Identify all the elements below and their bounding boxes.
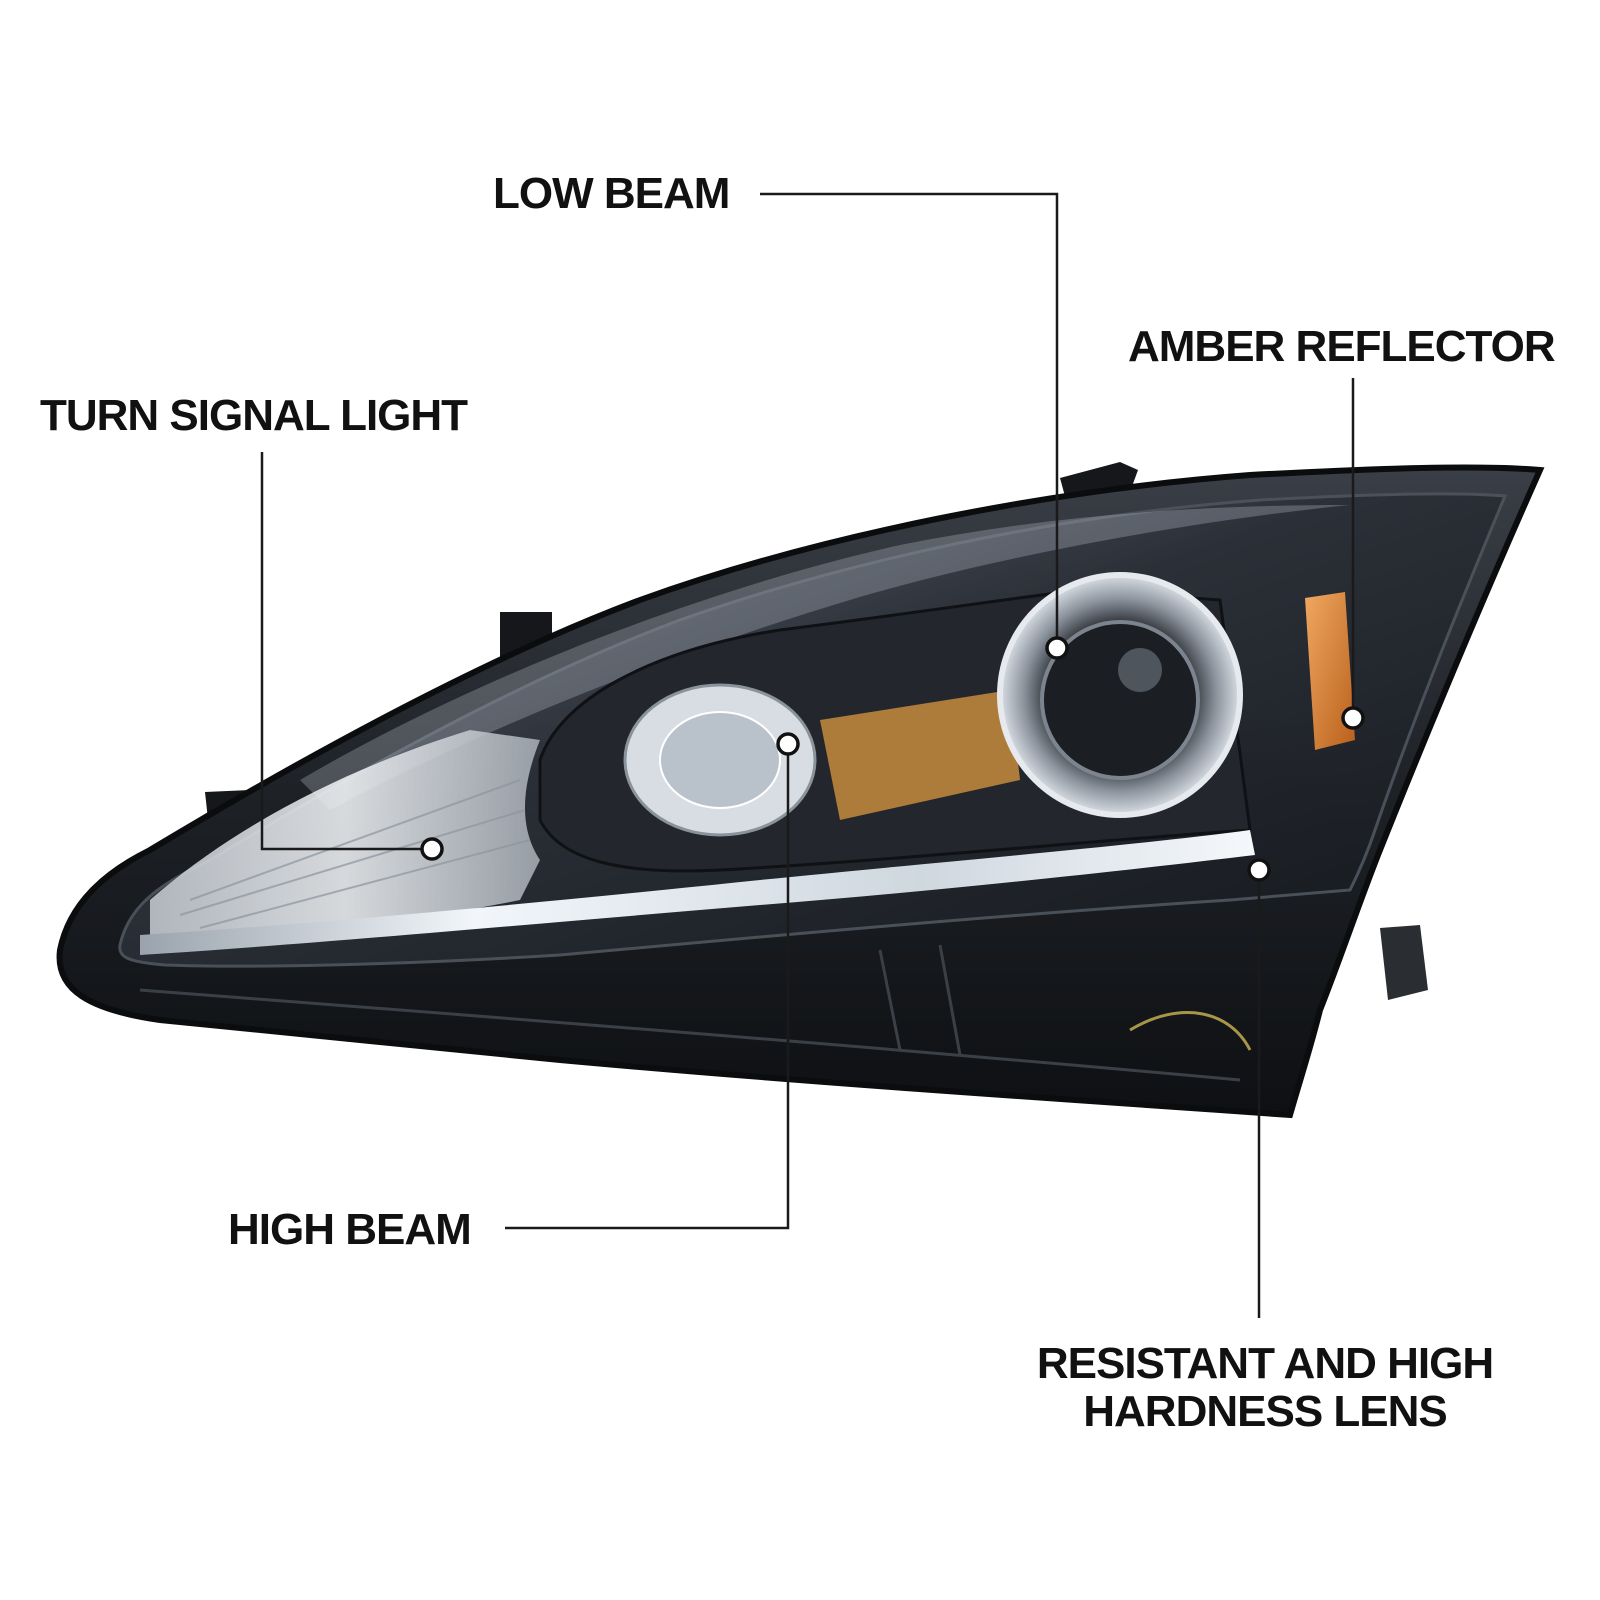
amber-reflector — [1305, 592, 1355, 750]
lens-sheen — [300, 505, 1350, 810]
marker-high-beam — [776, 732, 800, 756]
callout-amber-reflector: AMBER REFLECTOR — [1128, 322, 1556, 371]
high-beam-amber-accent — [820, 690, 1020, 820]
wiring-loop — [1129, 1011, 1252, 1051]
leader-low-beam — [760, 192, 1059, 648]
callout-high-beam: HIGH BEAM — [228, 1205, 472, 1254]
drl-light-strip — [140, 830, 1255, 955]
callout-lens-line-1: RESISTANT AND HIGH — [1036, 1339, 1494, 1388]
marker-lens — [1247, 858, 1271, 882]
callout-turn-signal-light: TURN SIGNAL LIGHT — [40, 391, 468, 440]
leader-turn-signal — [260, 452, 430, 851]
callout-lens: RESISTANT AND HIGH HARDNESS LENS — [1000, 1340, 1530, 1436]
high-beam-reflector-inner — [659, 711, 781, 809]
mounting-tab-rear — [1380, 925, 1428, 1000]
lower-housing-details — [139, 944, 1241, 1082]
marker-amber-reflector — [1341, 706, 1365, 730]
leader-high-beam — [505, 744, 790, 1230]
turn-signal-reflector — [150, 730, 540, 935]
turn-signal-ridges — [179, 779, 531, 929]
projector-lens-glint — [1118, 648, 1162, 692]
marker-turn-signal — [420, 837, 444, 861]
marker-low-beam — [1045, 636, 1069, 660]
callout-low-beam: LOW BEAM — [493, 169, 730, 218]
callout-lens-line-2: HARDNESS LENS — [1083, 1387, 1448, 1436]
